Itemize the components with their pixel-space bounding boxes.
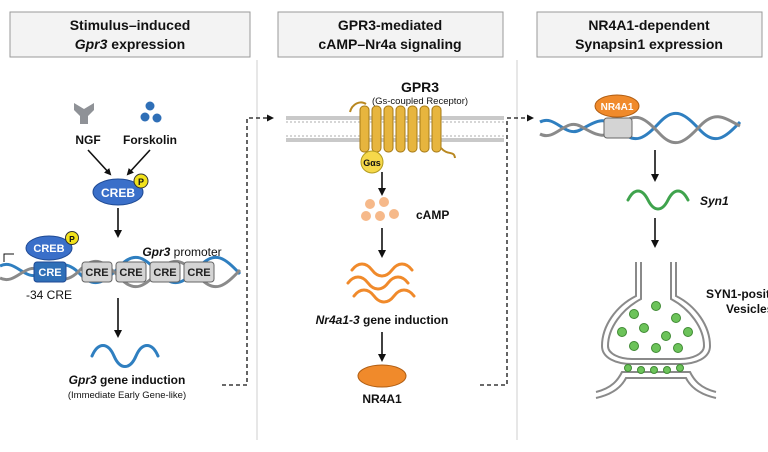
nr4a1-bound-icon: NR4A1: [594, 94, 640, 118]
gpr3-promoter-label: Gpr3 promoter: [142, 245, 221, 259]
connector-2: [480, 114, 534, 386]
creb-label: CREB: [101, 186, 135, 200]
panel3-title-line1: NR4A1-dependent: [588, 17, 710, 33]
cre-box-4: CRE: [149, 261, 181, 283]
svg-text:CRE: CRE: [38, 267, 61, 279]
galpha-s-icon: Gαs: [360, 150, 384, 174]
vesicles-label-line1: SYN1-positive: [706, 287, 768, 301]
cre-box-3: CRE: [115, 261, 147, 283]
panel2-title-line2: cAMP–Nr4a signaling: [318, 36, 461, 52]
nr4a-mrna-icon: [346, 262, 416, 304]
camp-label: cAMP: [416, 208, 449, 222]
phospho-icon-bound: [65, 231, 79, 245]
panel2-title-line1: GPR3-mediated: [338, 17, 442, 33]
forskolin-label: Forskolin: [123, 133, 177, 147]
ngf-icon: [74, 103, 94, 124]
syn1-mrna-icon: [626, 189, 690, 211]
creb-bound: CREB P: [25, 231, 79, 261]
svg-text:P: P: [69, 234, 75, 244]
cre-site-main: CRE: [33, 261, 67, 283]
panel1-title-line1: Stimulus–induced: [70, 17, 191, 33]
syn1-promoter-dna: [539, 111, 742, 145]
svg-text:NR4A1: NR4A1: [601, 102, 634, 113]
svg-text:CRE: CRE: [153, 267, 176, 279]
released-vesicles-icon: [624, 364, 684, 374]
syn1-vesicles-icon: [617, 301, 693, 353]
svg-text:CRE: CRE: [85, 267, 108, 279]
panel2-header: GPR3-mediated cAMP–Nr4a signaling: [277, 11, 504, 58]
nr4a1-protein-icon: [357, 364, 407, 388]
creb-activated: CREB P: [92, 173, 149, 206]
gpr3-mrna-icon: [90, 344, 160, 368]
ngf-label: NGF: [75, 133, 100, 147]
synapse-terminal-icon: [595, 262, 717, 399]
svg-text:CRE: CRE: [187, 267, 210, 279]
gpr3-receptor-icon: [349, 101, 456, 159]
ngf-arrow: [87, 149, 112, 176]
connector-1: [222, 114, 274, 386]
nr4a1-protein-label: NR4A1: [362, 392, 402, 406]
response-element-box: [603, 117, 633, 139]
vesicles-label-line2: Vesicles: [726, 302, 768, 316]
gpr3-receptor-label: GPR3: [401, 79, 439, 95]
forskolin-arrow: [126, 149, 151, 176]
svg-text:CREB: CREB: [33, 243, 64, 255]
tss-arrow: [3, 253, 14, 262]
cell-membrane: [286, 116, 504, 142]
nr4a-induction-label: Nr4a1-3 gene induction: [316, 313, 449, 327]
svg-text:Gαs: Gαs: [363, 158, 381, 168]
cre-box-2: CRE: [81, 261, 113, 283]
panel3-title-line2: Synapsin1 expression: [575, 36, 723, 52]
panel3-header: NR4A1-dependent Synapsin1 expression: [536, 11, 763, 58]
camp-icon: [361, 197, 399, 221]
svg-text:P: P: [138, 177, 144, 187]
gpr3-receptor-note: (Gs-coupled Receptor): [372, 96, 468, 107]
phospho-icon: [133, 173, 149, 189]
syn1-gene-label: Syn1: [700, 194, 729, 208]
gpr3-induction-note: (Immediate Early Gene-like): [68, 390, 186, 401]
cre-box-5: CRE: [183, 261, 215, 283]
panel1-header: Stimulus–induced Gpr3 expression: [9, 11, 251, 58]
forskolin-icon: [140, 101, 162, 123]
cre-site-label: -34 CRE: [26, 288, 72, 302]
panel1-title-line2: Gpr3 expression: [75, 36, 186, 52]
gpr3-induction-label: Gpr3 gene induction: [69, 373, 186, 387]
svg-text:CRE: CRE: [119, 267, 142, 279]
